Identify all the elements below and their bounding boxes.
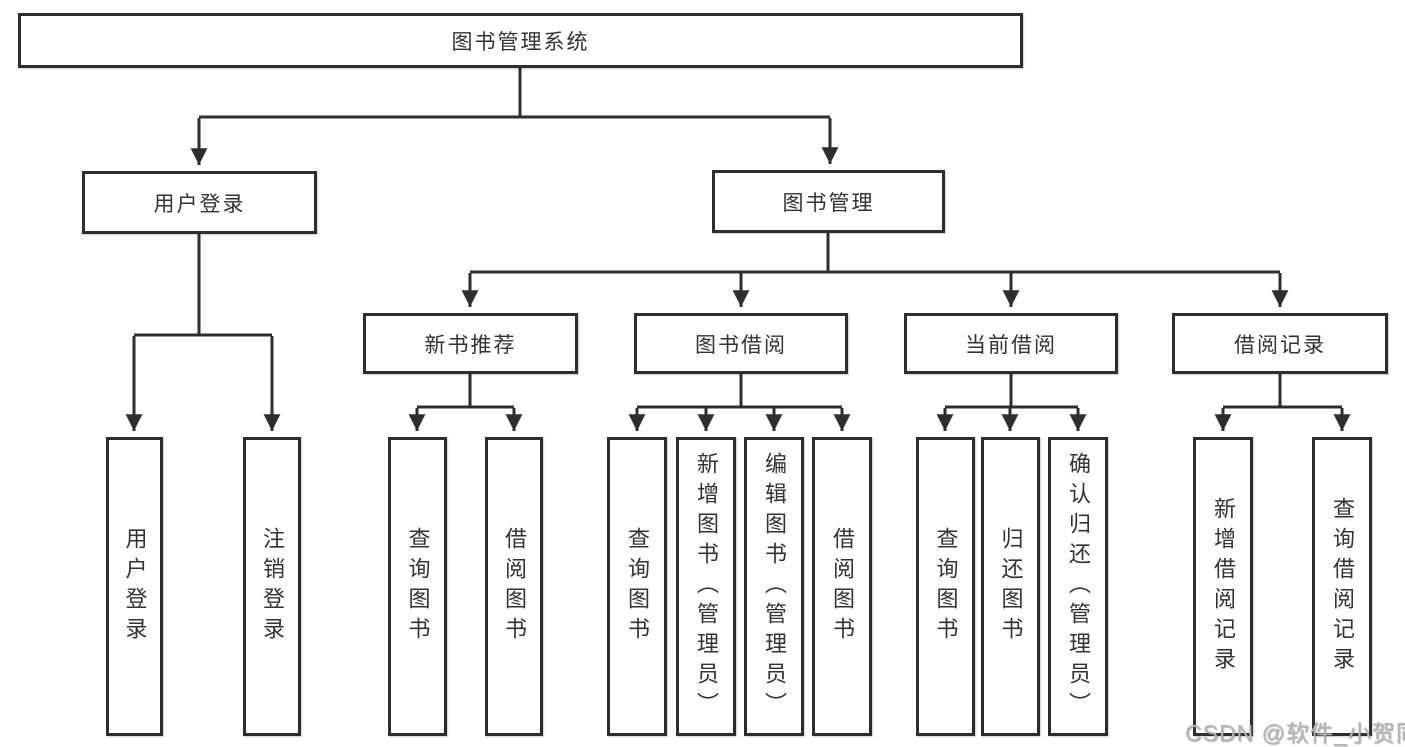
node-label: 编辑图书（管理员） [762,451,787,722]
leaf-query-borrow-record: 查询借阅记录 [1312,437,1372,736]
node-current-borrowing: 当前借阅 [904,313,1118,374]
node-new-book-recommend: 新书推荐 [363,313,578,374]
node-label: 查询图书 [933,526,959,647]
node-label: 图书管理 [782,191,875,215]
node-label: 归还图书 [998,526,1024,647]
leaf-query-books: 查询图书 [607,437,667,736]
node-label: 注销登录 [260,526,285,647]
leaf-edit-books-admin: 编辑图书（管理员） [744,437,804,736]
node-label: 查询借阅记录 [1330,496,1355,677]
leaf-add-borrow-record: 新增借阅记录 [1193,437,1253,736]
node-label: 确认归还（管理员） [1066,451,1091,722]
node-borrowing-records: 借阅记录 [1172,313,1388,374]
node-book-borrowing: 图书借阅 [634,313,848,374]
node-user-login: 用户登录 [82,171,317,234]
leaf-borrow-books: 借阅图书 [485,437,543,736]
node-book-management: 图书管理 [712,170,945,233]
csdn-watermark: CSDN @软件_小贺同学 [1185,720,1405,746]
leaf-query-books: 查询图书 [388,437,447,736]
node-label: 图书借阅 [695,333,787,357]
node-library-system: 图书管理系统 [18,13,1023,68]
leaf-confirm-return-admin: 确认归还（管理员） [1048,437,1108,736]
node-label: 查询图书 [405,526,431,647]
leaf-logout: 注销登录 [243,437,301,736]
leaf-add-books-admin: 新增图书（管理员） [676,437,736,736]
leaf-query-books: 查询图书 [916,437,975,736]
node-label: 用户登录 [153,192,246,216]
node-label: 图书管理系统 [451,30,590,54]
node-label: 当前借阅 [965,333,1057,357]
node-label: 借阅图书 [502,526,527,647]
leaf-return-books: 归还图书 [981,437,1040,736]
node-label: 新书推荐 [424,333,517,357]
node-label: 借阅图书 [830,526,855,647]
node-label: 新增图书（管理员） [694,451,719,722]
node-label: 新增借阅记录 [1211,496,1236,677]
node-label: 借阅记录 [1234,333,1326,357]
node-label: 用户登录 [122,526,148,647]
leaf-user-login: 用户登录 [106,437,163,736]
node-label: 查询图书 [625,526,650,647]
leaf-borrow-books: 借阅图书 [812,437,872,736]
